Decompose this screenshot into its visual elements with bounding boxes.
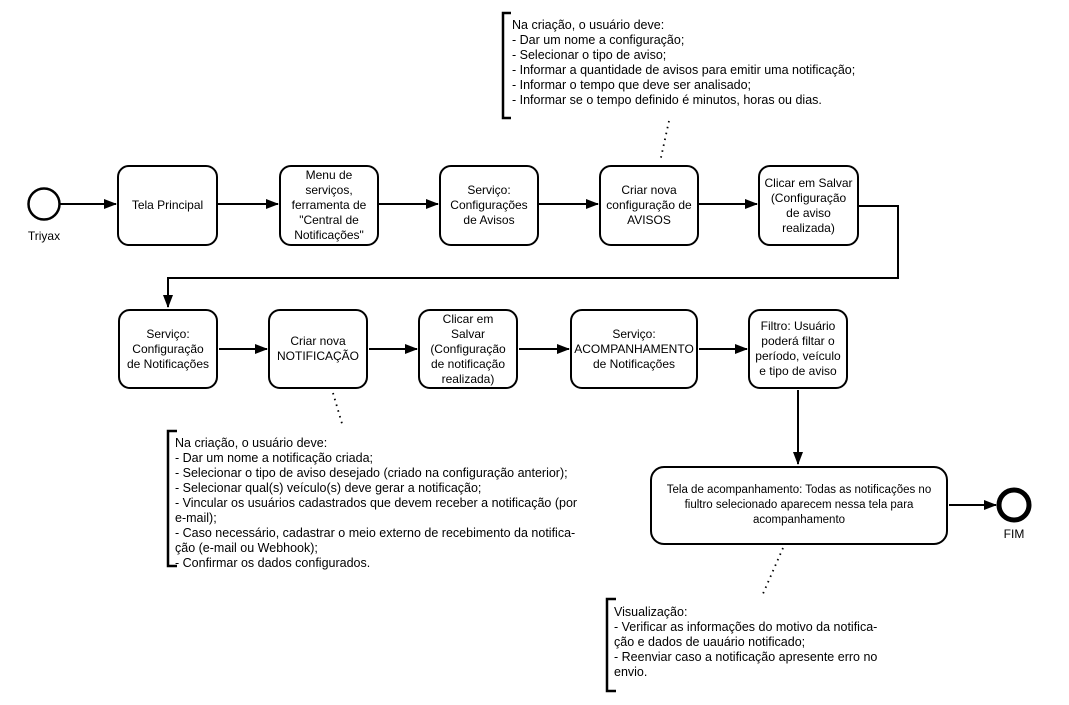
node-salvar-configuracao-notificacao: Clicar em Salvar (Configuração de notifi…	[418, 309, 518, 389]
annotation-line: ção e dados de uauário notificado;	[614, 635, 806, 649]
annotation-line: - Selecionar o tipo de aviso desejado (c…	[175, 466, 568, 480]
annotation-line: - Reenviar caso a notificação apresente …	[614, 650, 878, 664]
annotation-line: - Caso necessário, cadastrar o meio exte…	[175, 526, 576, 540]
node-tela-acompanhamento: Tela de acompanhamento: Todas as notific…	[650, 466, 948, 545]
annotation-criacao-notificacao: Na criação, o usuário deve: - Dar um nom…	[175, 436, 577, 571]
annotation-line: - Vincular os usuários cadastrados que d…	[175, 496, 578, 510]
annotation-line: - Dar um nome a configuração;	[512, 33, 685, 47]
start-event-circle	[27, 187, 61, 221]
annotation-bracket-notificacao	[166, 429, 177, 568]
node-tela-principal: Tela Principal	[117, 165, 218, 246]
start-event-label: Triyax	[27, 229, 61, 243]
node-menu-servicos-central-notificacoes: Menu de serviços, ferramenta de "Central…	[279, 165, 379, 246]
annotation-line: e-mail);	[175, 511, 217, 525]
annotation-line: Na criação, o usuário deve:	[512, 18, 665, 32]
node-criar-configuracao-avisos: Criar nova configuração de AVISOS	[599, 165, 699, 246]
annotation-criacao-aviso: Na criação, o usuário deve: - Dar um nom…	[512, 18, 855, 108]
annotation-bracket-visualizacao	[605, 597, 616, 693]
annotation-line: - Confirmar os dados configurados.	[175, 556, 371, 570]
annotation-line: - Informar o tempo que deve ser analisad…	[512, 78, 752, 92]
annotation-line: - Selecionar o tipo de aviso;	[512, 48, 667, 62]
annotation-line: - Selecionar qual(s) veículo(s) deve ger…	[175, 481, 482, 495]
node-servico-configuracao-notificacoes: Serviço: Configuração de Notificações	[118, 309, 218, 389]
annotation-line: Visualização:	[614, 605, 688, 619]
node-salvar-configuracao-aviso: Clicar em Salvar (Configuração de aviso …	[758, 165, 859, 246]
annotation-line: envio.	[614, 665, 648, 679]
association-notificacao-annotation	[332, 392, 344, 428]
annotation-line: Na criação, o usuário deve:	[175, 436, 328, 450]
annotation-line: ção (e-mail ou Webhook);	[175, 541, 318, 555]
node-servico-acompanhamento: Serviço: ACOMPANHAMENTO de Notificações	[570, 309, 698, 389]
end-event-label: FIM	[1003, 527, 1025, 541]
annotation-line: - Verificar as informações do motivo da …	[614, 620, 878, 634]
connector-row1-to-row2	[163, 205, 899, 308]
end-event-circle	[996, 487, 1032, 523]
association-visualizacao-annotation	[761, 547, 784, 597]
association-aviso-annotation	[659, 120, 670, 163]
annotation-line: - Informar a quantidade de avisos para e…	[512, 63, 856, 77]
annotation-visualizacao: Visualização: - Verificar as informações…	[614, 605, 877, 680]
annotation-line: - Informar se o tempo definido é minutos…	[512, 93, 822, 107]
annotation-bracket-aviso	[501, 11, 511, 120]
node-filtro-usuario: Filtro: Usuário poderá filtar o período,…	[748, 309, 848, 389]
annotation-line: - Dar um nome a notificação criada;	[175, 451, 374, 465]
node-servico-configuracoes-avisos: Serviço: Configurações de Avisos	[439, 165, 539, 246]
node-criar-notificacao: Criar nova NOTIFICAÇÃO	[268, 309, 368, 389]
